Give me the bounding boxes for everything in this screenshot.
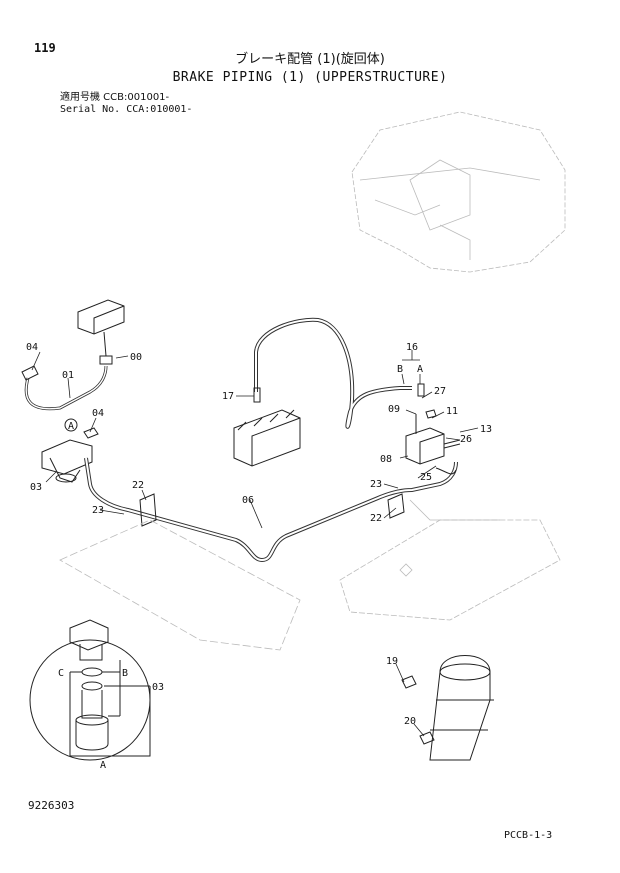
callout-22-right: 22 <box>370 513 382 524</box>
callout-04-upper: 04 <box>26 342 38 353</box>
callout-26: 26 <box>460 434 472 445</box>
callout-B-detail: B <box>122 668 128 679</box>
title-english: BRAKE PIPING (1) (UPPERSTRUCTURE) <box>172 70 448 85</box>
detail-leaders <box>69 660 151 757</box>
swing-device <box>401 655 494 761</box>
bracket-22-right <box>387 493 405 519</box>
callout-C-detail: C <box>58 668 64 679</box>
control-valve <box>233 387 301 467</box>
leader-lines <box>31 350 479 737</box>
callout-13: 13 <box>480 424 492 435</box>
swing-motor-block <box>77 299 125 365</box>
callout-27: 27 <box>434 386 446 397</box>
callout-09: 09 <box>388 404 400 415</box>
filter-detail-parts <box>69 619 109 751</box>
page-reference: PCCB-1-3 <box>504 830 553 841</box>
callout-08: 08 <box>380 454 392 465</box>
filter-03 <box>41 427 99 483</box>
callout-20: 20 <box>404 716 416 727</box>
bracket-22-left <box>139 493 157 527</box>
callout-22-left: 22 <box>132 480 144 491</box>
callout-19: 19 <box>386 656 398 667</box>
callout-25: 25 <box>420 472 432 483</box>
floor-panel <box>59 499 561 651</box>
callout-B-pipe: B <box>397 364 403 375</box>
callout-23-left: 23 <box>92 505 104 516</box>
callout-06: 06 <box>242 495 254 506</box>
callout-11: 11 <box>446 406 458 417</box>
callout-A-detail: A <box>100 760 106 771</box>
callout-03: 03 <box>30 482 42 493</box>
callout-A-pipe: A <box>417 364 423 375</box>
callout-17: 17 <box>222 391 234 402</box>
balloon-a <box>64 418 78 432</box>
callout-23-right: 23 <box>370 479 382 490</box>
callout-00: 00 <box>130 352 142 363</box>
solenoid-valve-08 <box>405 383 461 475</box>
callout-03-detail: 03 <box>152 682 164 693</box>
drawing-number: 9226303 <box>28 799 75 812</box>
title-japanese: ブレーキ配管 (1)(旋回体) <box>235 52 385 67</box>
callout-01: 01 <box>62 370 74 381</box>
detail-circle <box>29 639 151 761</box>
callout-04-lower: 04 <box>92 408 104 419</box>
pipe-06 <box>84 457 458 563</box>
upperstructure-outline <box>351 111 566 273</box>
serial-range-jp: 適用号機 CCB:001001- <box>60 92 170 103</box>
page-number: 119 <box>34 41 56 55</box>
serial-range-en: Serial No. CCA:010001- <box>60 104 193 115</box>
callout-A-balloon: A <box>68 421 74 432</box>
callout-16: 16 <box>406 342 418 353</box>
